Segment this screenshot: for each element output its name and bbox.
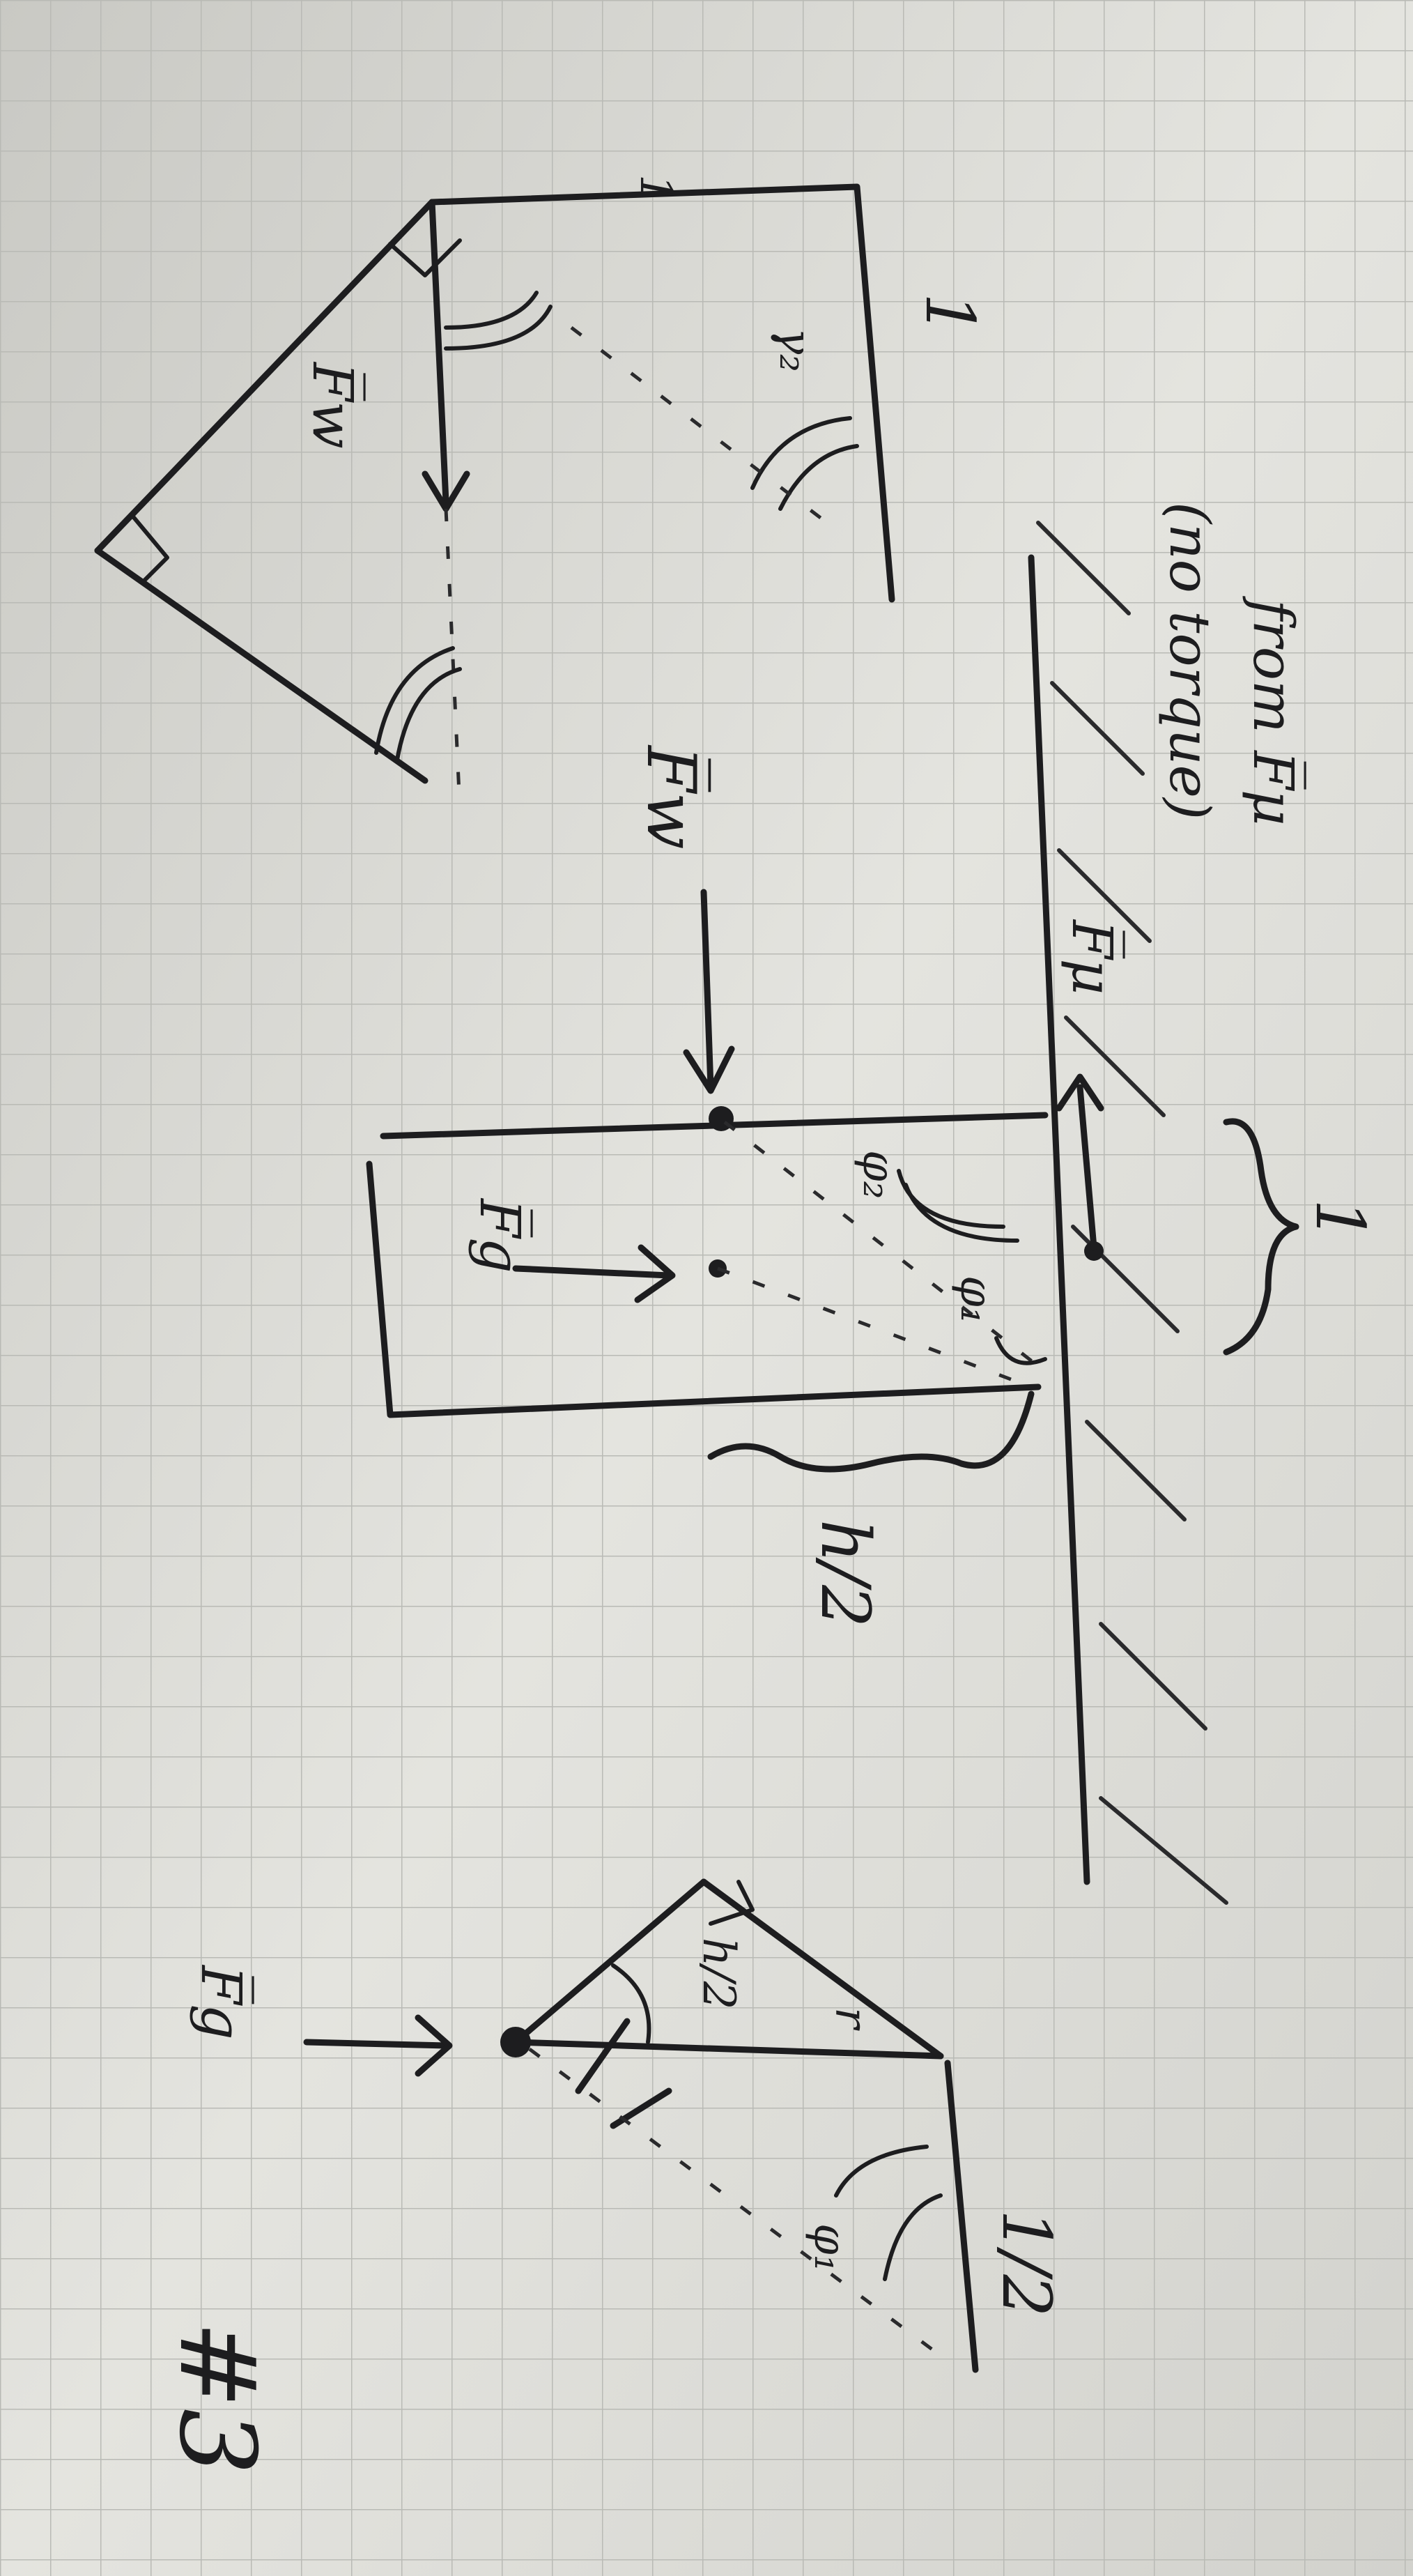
right-angle-mark-top: [388, 238, 462, 277]
top-angle-arc-2: [444, 305, 553, 351]
right-angle-mark-bottom: [709, 1880, 755, 1926]
top-triangle-lower-side: [94, 547, 428, 784]
friction-label: F̅μ: [1060, 919, 1127, 995]
bottom-gravity-label: F̅g: [189, 1964, 256, 2040]
top-angle-arc-4: [395, 667, 462, 762]
bottom-base-line: [944, 2060, 979, 2373]
friction-line: [1076, 1084, 1097, 1251]
top-sketch: 1 1 F̅w γ₂: [94, 174, 989, 809]
gravity-label: F̅g: [468, 1197, 534, 1273]
bottom-half-base-label: 1/2: [987, 2209, 1065, 2317]
phi2-label: φ₂: [853, 1150, 904, 1199]
gamma2-arc-2: [778, 444, 859, 511]
bottom-angle-arc-2: [883, 2193, 943, 2281]
ground-line: [1028, 554, 1090, 1885]
pivot-point: [500, 2027, 531, 2057]
bottom-angle-arc-3: [611, 1963, 651, 2044]
top-force-line: [428, 199, 449, 505]
top-force-label: F̅w: [300, 361, 367, 449]
gravity-line: [512, 1265, 672, 1279]
problem-number: #3: [156, 2321, 277, 2475]
bottom-triangle-leg: [512, 2039, 944, 2060]
half-height-brace: [707, 1390, 1035, 1473]
base-brace: [1223, 1118, 1299, 1356]
top-side-label: 1: [911, 293, 989, 335]
phi1-arc-1: [994, 1336, 1047, 1365]
upper-dashed: [723, 1121, 1040, 1367]
top-angle-arc-1: [444, 291, 539, 330]
bottom-rotation-arrow: [575, 2018, 631, 2094]
half-height-label: h/2: [806, 1519, 884, 1627]
top-triangle-upper-side: [94, 199, 435, 554]
top-centerline: [444, 508, 462, 809]
bottom-sketch: F̅g h/2 r 1/2 φ₁: [189, 1878, 1065, 2373]
gamma2-label: γ₂: [769, 328, 821, 372]
base-label: 1: [1301, 1199, 1379, 1241]
bottom-gravity-line: [303, 2039, 449, 2049]
phi2-arc-1: [897, 1169, 1005, 1229]
gamma2-arc-1: [750, 416, 852, 490]
wind-force-arrowhead: [683, 1045, 735, 1094]
phi2-arc-2: [904, 1183, 1019, 1243]
no-torque-note: (no torque): [1157, 502, 1222, 820]
friction-point: [1084, 1241, 1104, 1261]
from-friction-note: from F̅μ: [1241, 596, 1308, 826]
wind-force-line: [700, 889, 714, 1091]
bottom-hyp-label: r: [825, 2007, 877, 2031]
bottom-gravity-arrowhead: [415, 2014, 453, 2077]
bottom-half-height-label: h/2: [693, 1938, 744, 2010]
top-angle-arc-3: [374, 646, 455, 755]
top-width-label: 1: [630, 174, 681, 203]
top-rectangle: [428, 183, 895, 603]
right-angle-mark-left: [130, 514, 169, 584]
block-outline: [366, 1160, 1042, 1418]
bottom-angle-label: φ₁: [804, 2223, 856, 2272]
bottom-dashed: [528, 2047, 942, 2358]
bottom-triangle-hyp-top: [512, 1878, 707, 2046]
friction-arrowhead: [1056, 1073, 1104, 1112]
gravity-arrowhead: [634, 1244, 676, 1303]
wind-force-label: F̅w: [632, 744, 711, 850]
bottom-angle-arc-1: [834, 2145, 929, 2198]
middle-sketch: F̅g F̅w F̅μ h/2 1 φ₂ φ₁ (no torque) from…: [366, 502, 1379, 1905]
phi1-label: φ₁: [950, 1275, 1002, 1324]
